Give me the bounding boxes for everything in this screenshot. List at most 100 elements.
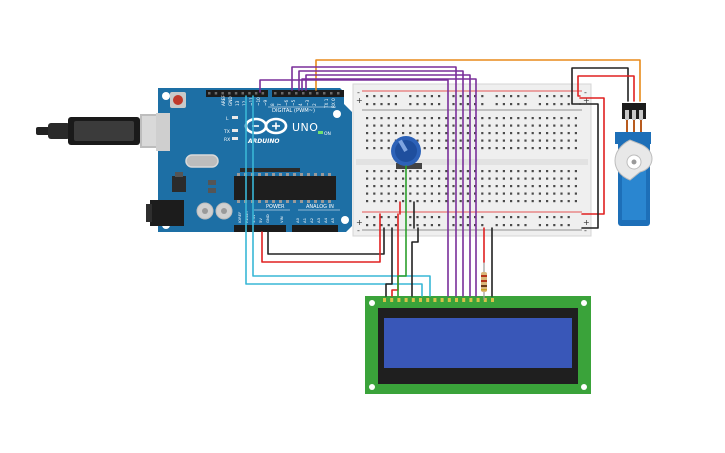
breadboard-hole — [510, 216, 513, 219]
breadboard-hole — [495, 103, 498, 106]
breadboard-hole — [466, 185, 469, 188]
chip-pin — [293, 173, 296, 176]
breadboard-hole — [495, 192, 498, 195]
breadboard-hole — [531, 200, 534, 203]
led-l — [232, 116, 238, 119]
breadboard-hole — [459, 200, 462, 203]
breadboard-hole — [438, 117, 441, 120]
breadboard-hole — [452, 185, 455, 188]
breadboard-hole — [387, 170, 390, 173]
breadboard-hole — [452, 200, 455, 203]
breadboard-hole — [459, 192, 462, 195]
breadboard-hole — [567, 224, 570, 227]
breadboard-hole — [423, 117, 426, 120]
breadboard-hole — [481, 117, 484, 120]
chip-pin — [272, 173, 275, 176]
breadboard-hole — [423, 170, 426, 173]
breadboard-hole — [481, 132, 484, 135]
breadboard-hole — [402, 192, 405, 195]
arduino-logo-text: ARDUINO — [247, 138, 279, 145]
breadboard-hole — [438, 170, 441, 173]
on-led — [318, 131, 323, 134]
breadboard-hole — [423, 124, 426, 127]
breadboard-hole — [567, 103, 570, 106]
breadboard-hole — [524, 200, 527, 203]
breadboard-hole — [387, 132, 390, 135]
chip-pin — [237, 173, 240, 176]
breadboard-hole — [538, 185, 541, 188]
breadboard-hole — [409, 103, 412, 106]
breadboard-hole — [574, 170, 577, 173]
breadboard-hole — [546, 139, 549, 142]
breadboard-hole — [423, 132, 426, 135]
breadboard-hole — [510, 192, 513, 195]
breadboard-hole — [459, 185, 462, 188]
breadboard-hole — [538, 177, 541, 180]
breadboard-hole — [445, 177, 448, 180]
breadboard-hole — [466, 200, 469, 203]
breadboard-hole — [510, 185, 513, 188]
breadboard-hole — [502, 95, 505, 98]
power-header — [234, 225, 286, 232]
breadboard-hole — [416, 117, 419, 120]
breadboard-hole — [402, 185, 405, 188]
breadboard-hole — [466, 170, 469, 173]
pin-label-3: ~3 — [305, 99, 310, 106]
breadboard-hole — [502, 132, 505, 135]
breadboard-hole — [423, 95, 426, 98]
breadboard-hole — [373, 147, 376, 150]
breadboard-hole — [553, 185, 556, 188]
breadboard-hole — [466, 192, 469, 195]
breadboard-hole — [567, 147, 570, 150]
breadboard-hole — [488, 124, 491, 127]
breadboard-hole — [387, 200, 390, 203]
breadboard-hole — [538, 192, 541, 195]
breadboard-hole — [474, 185, 477, 188]
breadboard-hole — [402, 177, 405, 180]
breadboard-hole — [481, 192, 484, 195]
breadboard-hole — [430, 185, 433, 188]
breadboard-hole — [366, 177, 369, 180]
breadboard-hole — [366, 124, 369, 127]
chip-pin — [279, 200, 282, 203]
breadboard-hole — [495, 185, 498, 188]
header-pin — [330, 92, 333, 95]
breadboard-hole — [466, 95, 469, 98]
breadboard-hole — [481, 103, 484, 106]
breadboard-hole — [553, 170, 556, 173]
breadboard-hole — [510, 200, 513, 203]
breadboard-hole — [373, 132, 376, 135]
pin-label-4: 4 — [298, 103, 303, 106]
breadboard-hole — [409, 170, 412, 173]
pin-label-a3: A3 — [316, 217, 321, 223]
breadboard-hole — [553, 147, 556, 150]
chip-pin — [293, 200, 296, 203]
pin-label-12: 12 — [242, 100, 247, 106]
breadboard-hole — [430, 124, 433, 127]
breadboard-hole — [380, 139, 383, 142]
rail-minus-top-left: - — [357, 88, 360, 97]
breadboard-hole — [510, 177, 513, 180]
breadboard-hole — [438, 216, 441, 219]
breadboard-hole — [531, 139, 534, 142]
chip-pin — [258, 200, 261, 203]
breadboard-hole — [574, 192, 577, 195]
breadboard-hole — [409, 224, 412, 227]
servo-motor — [614, 103, 653, 226]
breadboard-hole — [524, 177, 527, 180]
breadboard-hole — [430, 132, 433, 135]
breadboard-hole — [510, 95, 513, 98]
potentiometer[interactable] — [391, 136, 422, 169]
breadboard-hole — [366, 216, 369, 219]
breadboard-hole — [474, 103, 477, 106]
breadboard-hole — [373, 177, 376, 180]
breadboard-hole — [502, 224, 505, 227]
header-pin — [261, 92, 265, 95]
breadboard-hole — [438, 139, 441, 142]
breadboard-hole — [524, 132, 527, 135]
breadboard-hole — [481, 95, 484, 98]
breadboard-hole — [438, 177, 441, 180]
breadboard-hole — [373, 139, 376, 142]
breadboard-hole — [553, 117, 556, 120]
pin-label-a4: A4 — [323, 217, 328, 223]
